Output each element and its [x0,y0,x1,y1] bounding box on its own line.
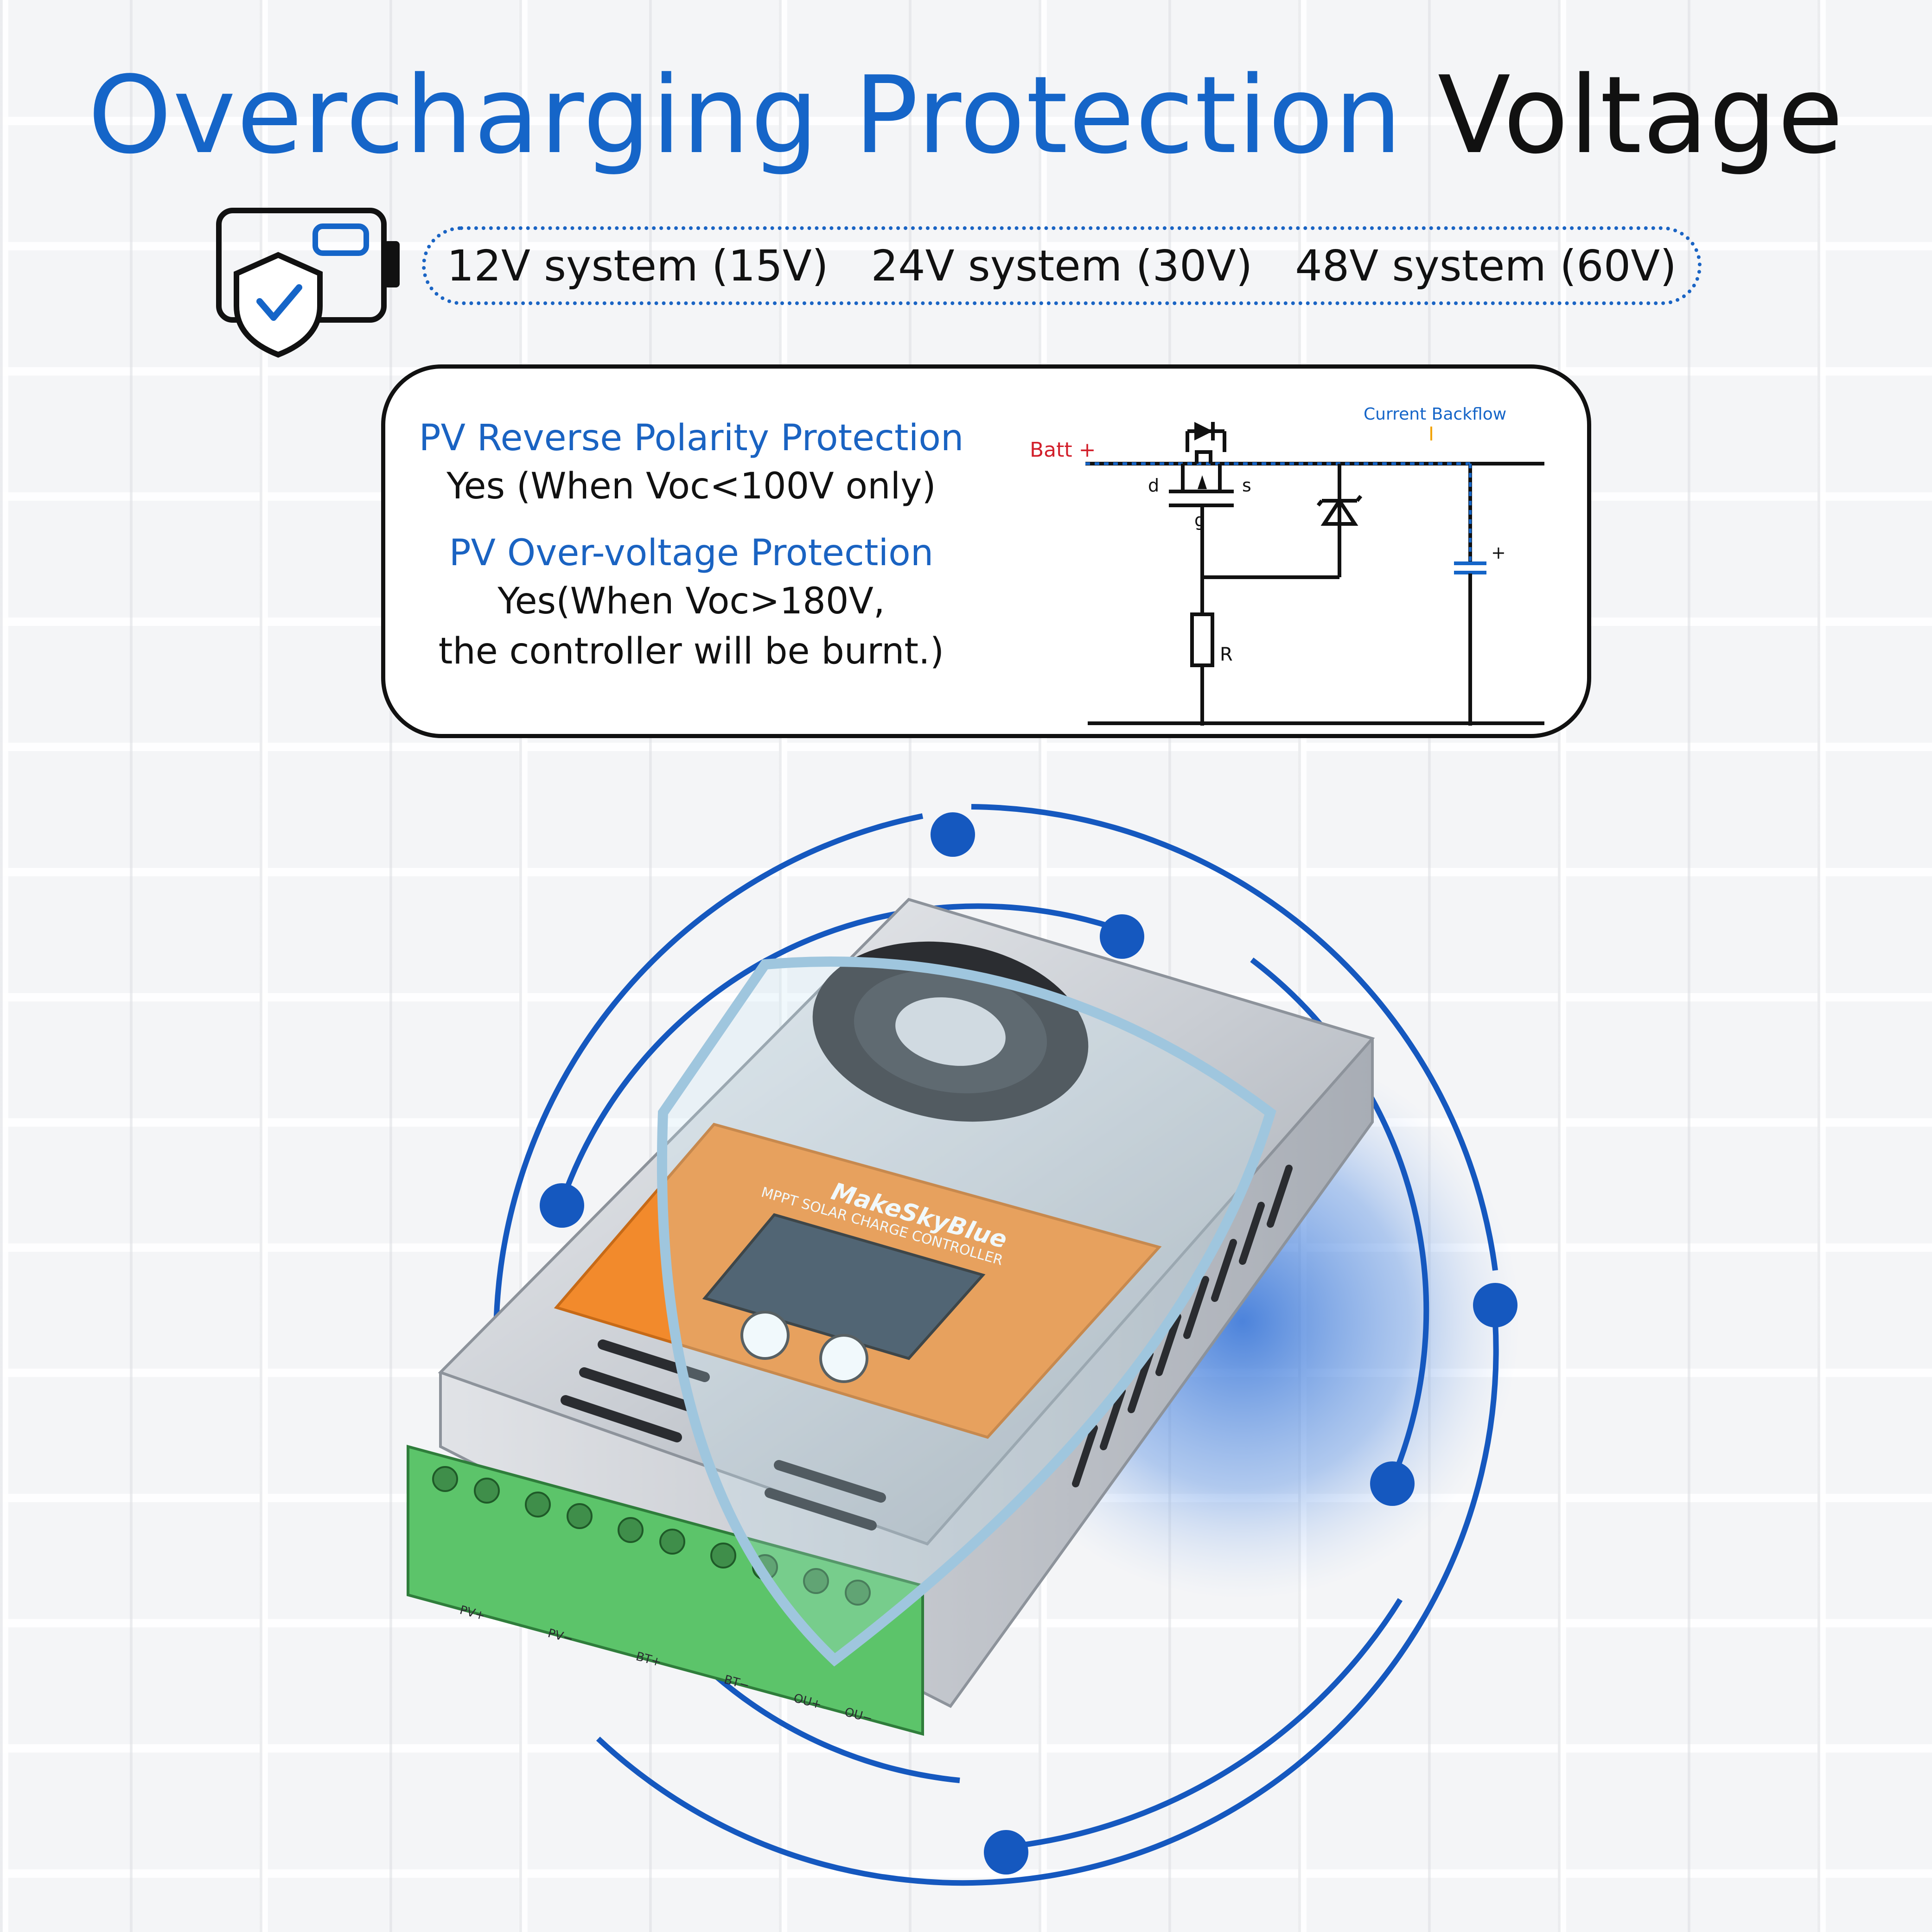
orbit-dot [540,1183,584,1228]
battery-shield-icon [216,208,400,358]
resistor-label: R [1220,644,1233,665]
voltage-48v: 48V system (60V) [1295,241,1677,291]
terminal-block [407,1445,924,1736]
current-backflow-label: Current Backflow [1364,405,1506,424]
down-button [819,1334,868,1383]
charge-controller-illustration: MakeSkyBlue MPPT SOLAR CHARGE CONTROLLER… [407,804,1521,1886]
up-button [740,1311,790,1360]
side-vents [1072,1165,1293,1487]
title-black-part: Voltage [1437,54,1844,178]
shield-overlay-icon [657,956,1276,1667]
orbit-dot [1473,1283,1518,1327]
protection-text: PV Reverse Polarity Protection Yes (When… [413,415,969,676]
voltage-systems-pill: 12V system (15V) 24V system (30V) 48V sy… [422,226,1702,305]
voltage-24v: 24V system (30V) [871,241,1253,291]
page-title: Overcharging Protection Voltage [0,56,1932,176]
orbit-dot [931,812,975,857]
over-voltage-heading: PV Over-voltage Protection [449,532,934,574]
orbit-dot [1100,914,1144,959]
reverse-polarity-detail: Yes (When Voc<100V only) [446,465,936,507]
reverse-polarity-heading: PV Reverse Polarity Protection [419,417,964,459]
orbit-ring-outer [971,804,1498,1271]
mosfet-drain-label: d [1148,475,1159,496]
voltage-12v: 12V system (15V) [446,241,829,291]
title-blue-part: Overcharging Protection [88,54,1403,178]
batt-plus-label: Batt + [1030,438,1096,462]
lcd-display [702,1213,986,1360]
protection-circuit-diagram: Batt + Current Backflow d s g R [1030,405,1544,726]
orbit-dot [1370,1461,1415,1506]
mosfet-source-label: s [1242,475,1251,496]
protection-panel: PV Reverse Polarity Protection Yes (When… [381,364,1591,738]
terminal-screws [432,1466,871,1606]
orbit-dot [984,1830,1028,1875]
orbit-ring-inner [563,903,1114,1193]
over-voltage-detail-2: the controller will be burnt.) [438,631,944,672]
capacitor-plus-label: + [1491,542,1506,563]
front-vents [561,1339,886,1530]
over-voltage-detail-1: Yes(When Voc>180V, [497,580,885,622]
